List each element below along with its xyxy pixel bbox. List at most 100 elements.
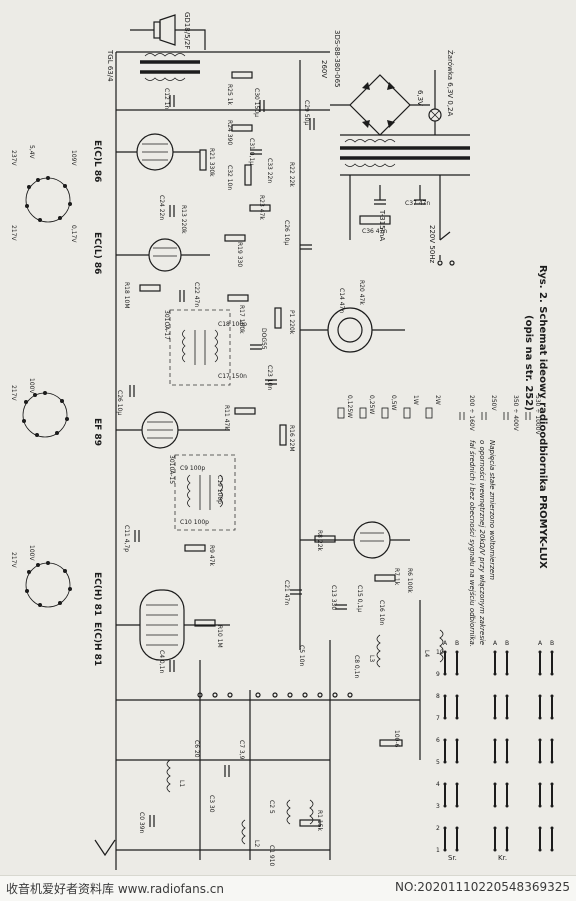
switch-contact: [455, 650, 459, 654]
switch-contact: [493, 738, 497, 742]
measurement-note: Napięcia stałe zmierzono woltomierzem o …: [468, 440, 496, 647]
note-line3: fal średnich i bez obecności sygnału na …: [468, 440, 476, 647]
legend-c-d: 530 ÷ 1000V: [534, 395, 541, 436]
c3-label: C3 30: [208, 795, 215, 813]
c4-label: C4 0,1n: [158, 650, 165, 673]
c21-label: C21 47n: [283, 580, 290, 605]
c13-label: C13 330: [330, 585, 337, 610]
legend-r025: 0,25W: [368, 395, 375, 414]
s3-v1: 217V: [10, 552, 17, 568]
switch-contact: [493, 826, 497, 830]
caption-line1: Rys. 2. Schemat ideowy radioodbiornika P…: [537, 265, 548, 569]
rs-label: 100-6: [393, 730, 400, 748]
tuning-indicator-tube: [300, 307, 405, 353]
c8-label: C8 0,1n: [353, 655, 360, 678]
r21-label: R21 330k: [208, 148, 215, 177]
output-transformer-label: TGL 63/4: [106, 49, 114, 82]
switch-contact: [538, 738, 542, 742]
switch-header-label: A: [493, 640, 498, 647]
switch-link: [494, 652, 508, 674]
c15-label: C15 0,1μ: [356, 585, 363, 612]
r13-label: R13 220k: [180, 205, 187, 234]
tube-ef89: EF 89: [92, 411, 230, 449]
mains-input: C36 47n C37 47n T-315mA 220V 50Hz: [349, 175, 455, 266]
watermark-id: NO:20201110220548369325: [395, 880, 570, 894]
capacitors: [129, 95, 347, 827]
socket-ecl86: 237V 5,4V 109V 217V 0,17V: [10, 145, 77, 243]
switch-col-label: 3: [436, 803, 440, 810]
switch-contact: [443, 738, 447, 742]
switch-contact: [550, 826, 554, 830]
s2-v2: 100V: [28, 378, 35, 394]
watermark-footer: 收音机爱好者资料库 www.radiofans.cn NO:2020111022…: [0, 875, 576, 901]
r24-label: R24 390: [226, 120, 233, 145]
tube-ecl86-pentode: E(C)L 86: [92, 133, 200, 182]
component-labels: C12 1n R25 1k C30 150μ C29 50μ R24 390 C…: [116, 84, 430, 867]
l4-label: L4: [423, 650, 430, 657]
switch-contact: [443, 782, 447, 786]
switch-contact: [505, 738, 509, 742]
c2-label: C2 5: [268, 800, 275, 814]
switch-link: [444, 828, 458, 850]
switch-link: [494, 740, 508, 762]
c17-label: C17 150n: [218, 373, 247, 380]
tube-label-ecl86-b: EC(L) 86: [92, 232, 102, 274]
switch-col-label: 8: [436, 693, 440, 700]
switch-contact: [538, 650, 542, 654]
output-transformer: TGL 63/4: [106, 49, 200, 82]
switch-contact: [455, 738, 459, 742]
s1-v4: 217V: [10, 225, 17, 241]
switch-col-label: 6: [436, 737, 440, 744]
c14-label: C14 47n: [338, 288, 345, 313]
l2-label: L2: [253, 840, 260, 847]
legend-r0125: 0,125W: [346, 395, 353, 418]
band-switch-contacts: [197, 692, 353, 698]
r16-label: R16 22M: [288, 425, 295, 452]
switch-link: [539, 740, 553, 762]
tube-ecl86-triode: EC(L) 86: [92, 232, 210, 274]
r23-label: R23 47k: [258, 195, 265, 220]
c18-label: C18 100p: [218, 321, 247, 328]
speaker: GD18/5/2F: [130, 12, 206, 50]
note-line2: o oporności wewnętrznej 20kΩ/V przy włąc…: [478, 440, 486, 645]
switch-row-kr: Kr.: [498, 854, 507, 862]
switch-col-label: 2: [436, 825, 440, 832]
tube-ech81: EC(H) 81 E(C)H 81: [92, 572, 230, 666]
c1-label: C1 910: [268, 845, 275, 867]
c36-label: C36 47n: [362, 228, 387, 235]
caption: Rys. 2. Schemat ideowy radioodbiornika P…: [523, 265, 548, 569]
switch-contact: [455, 826, 459, 830]
p1-label: P1 220k: [288, 310, 295, 335]
switch-link: [494, 828, 508, 850]
r25-label: R25 1k: [226, 84, 233, 106]
if-transformer-a: 301OA-17 C18 100p C17 150n: [163, 309, 247, 386]
c29-label: C29 50μ: [303, 100, 310, 125]
tube-label-ech81-a: EC(H) 81: [92, 572, 102, 616]
c22-label: C22 47n: [193, 282, 200, 307]
c7-label: C7 3,9: [238, 740, 245, 760]
switch-contact: [538, 782, 542, 786]
r19-label: R19 330: [236, 242, 243, 267]
c6-label: C6 20: [193, 740, 200, 758]
resistors: [139, 71, 403, 827]
watermark-site: 收音机爱好者资料库 www.radiofans.cn: [6, 882, 225, 896]
legend-c-b: 250V: [490, 395, 497, 411]
r10-label: R10 1M: [216, 625, 223, 648]
switch-col-label: 5: [436, 759, 440, 766]
switch-contact: [455, 782, 459, 786]
c19-label: C19 100p: [216, 475, 223, 504]
s1-v2: 5,4V: [28, 145, 35, 160]
legend-c-a: 200 ÷ 160V: [468, 395, 475, 432]
switch-contact: [455, 694, 459, 698]
switch-col-label: 9: [436, 671, 440, 678]
c26-label: C26 10μ: [116, 390, 123, 415]
c5-label: C5 10n: [298, 645, 305, 667]
tube-triode-right: [300, 521, 410, 559]
l3-label: L3: [368, 655, 375, 662]
switch-col-label: 10: [436, 649, 444, 656]
ifa-label: 301OA-17: [163, 310, 170, 340]
tube-label-ef89: EF 89: [92, 418, 102, 446]
switch-header-label: A: [443, 640, 448, 647]
switch-link: [539, 652, 553, 674]
